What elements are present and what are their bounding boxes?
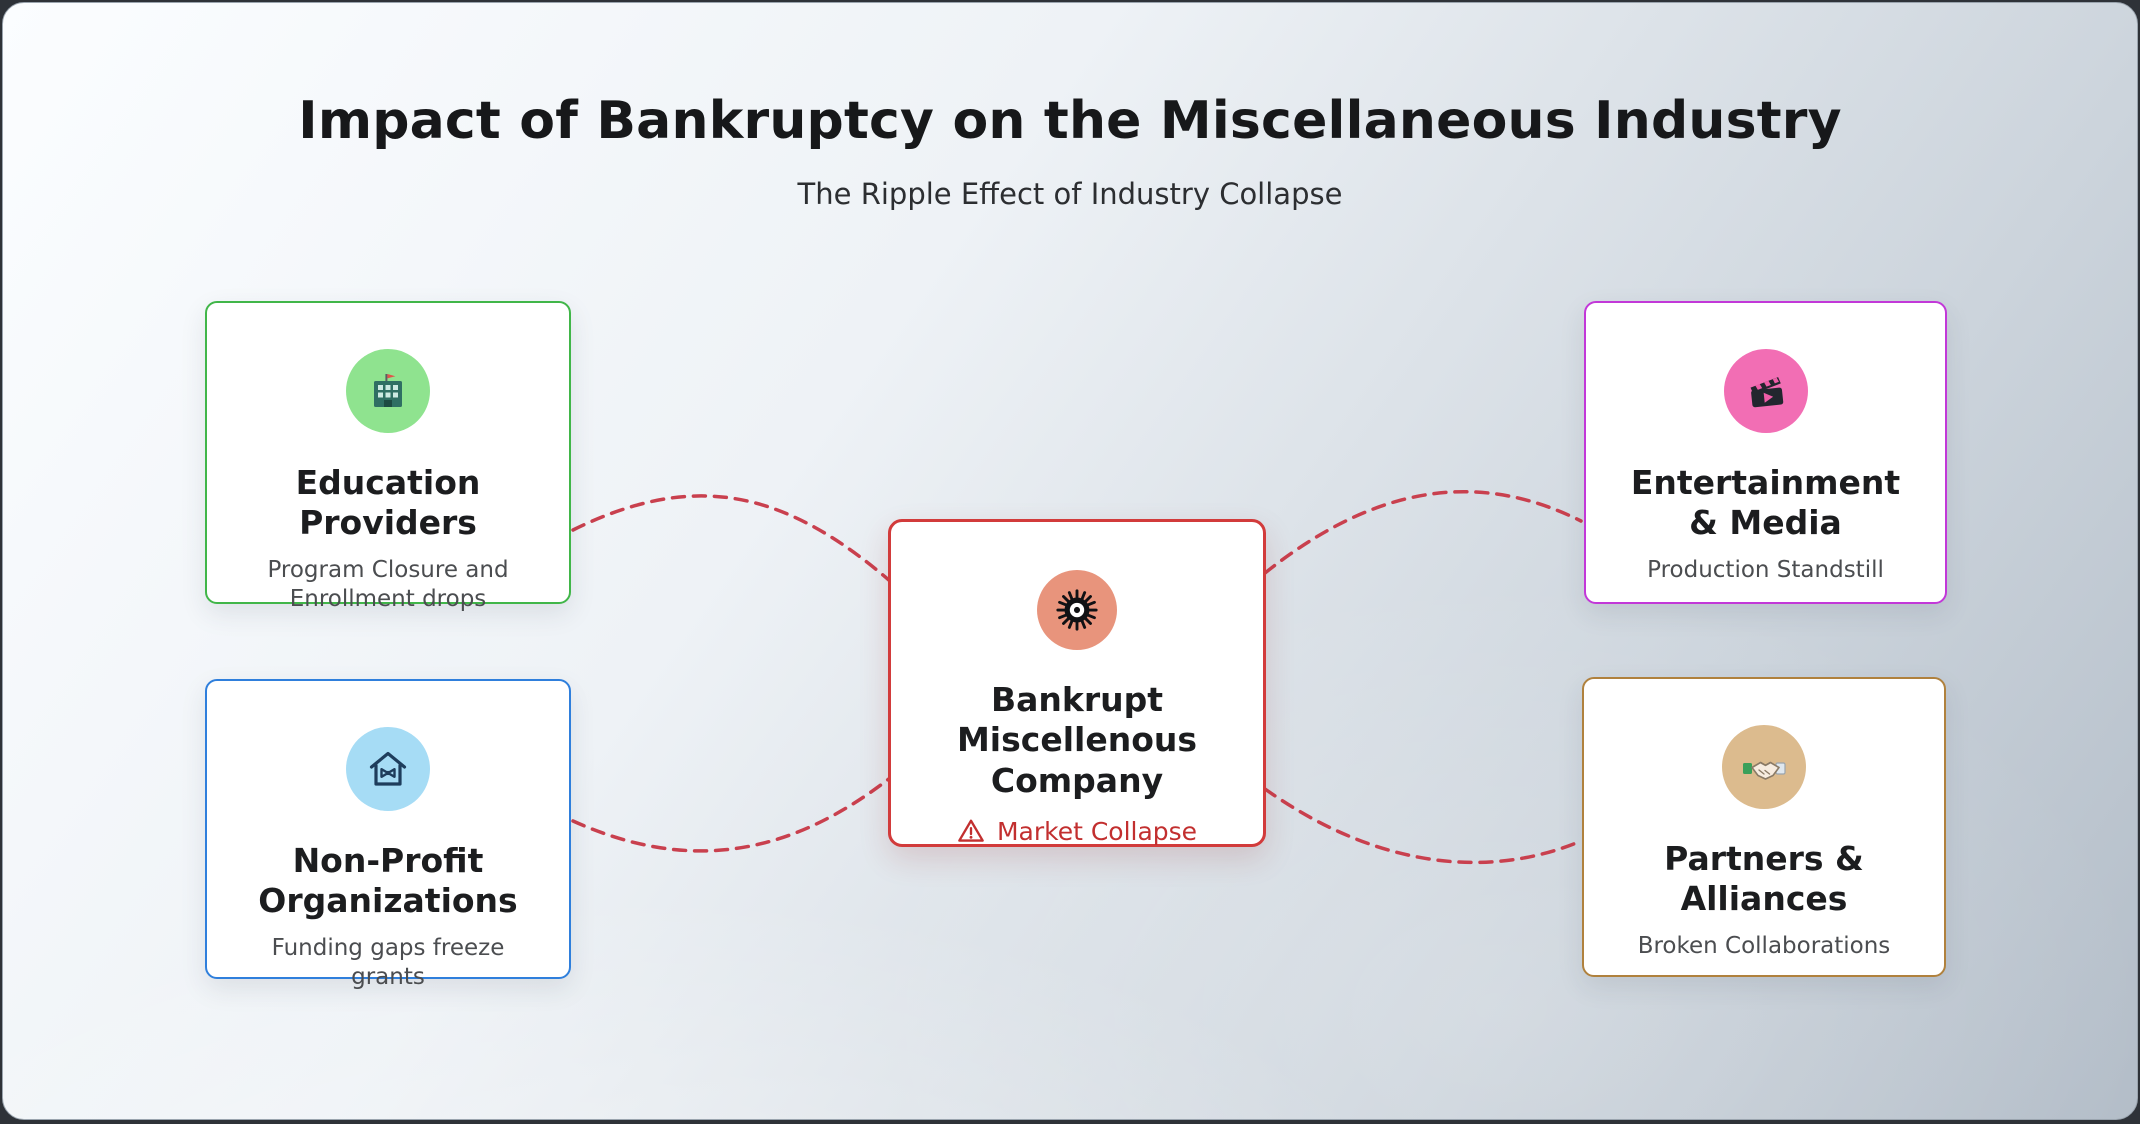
connector-center-to-entertainment	[1263, 490, 1583, 575]
entertainment-icon-circle	[1723, 349, 1808, 433]
charity-house-icon	[369, 751, 407, 786]
node-title: Non-Profit Organizations	[258, 841, 518, 921]
center-title: Bankrupt Miscellenous Company	[956, 680, 1209, 800]
center-icon-circle	[1037, 570, 1117, 650]
connector-education-to-center	[571, 494, 892, 583]
node-card-non-profit-organizations: Non-Profit Organizations Funding gaps fr…	[205, 679, 571, 990]
node-card-partners-alliances: Partners & Alliances Broken Collaboratio…	[1582, 677, 1946, 977]
connector-nonprofit-to-center	[571, 776, 892, 853]
education-icon-circle	[346, 349, 430, 433]
warning-icon	[958, 819, 984, 842]
node-title: Entertainment & Media	[1630, 463, 1924, 543]
status-label: Market Collapse	[996, 816, 1198, 846]
non-profit-icon-circle	[346, 727, 430, 811]
status-row: Market Collapse	[957, 817, 1197, 846]
gear-burst-icon	[1056, 589, 1098, 631]
page-subtitle: The Ripple Effect of Industry Collapse	[797, 177, 1343, 211]
handshake-icon	[1743, 761, 1786, 780]
partners-icon-circle	[1722, 725, 1806, 809]
node-description: Program Closure and Enrollment drops	[267, 556, 509, 613]
node-title: Education Providers	[295, 463, 492, 543]
node-description: Funding gaps freeze grants	[271, 934, 505, 991]
school-building-icon	[374, 374, 402, 407]
node-card-education-providers: Education Providers Program Closure and …	[205, 301, 571, 612]
node-description: Broken Collaborations	[1637, 932, 1891, 959]
page-title: Impact of Bankruptcy on the Miscellaneou…	[298, 91, 1842, 151]
clapperboard-icon	[1750, 377, 1783, 408]
node-title: Partners & Alliances	[1664, 839, 1876, 919]
connector-center-to-partners	[1263, 787, 1583, 865]
connector-lines	[571, 490, 1583, 865]
header: Impact of Bankruptcy on the Miscellaneou…	[3, 91, 2137, 211]
node-description: Production Standstill	[1647, 556, 1884, 583]
center-card-bankrupt-company: Bankrupt Miscellenous Company Market Col…	[888, 519, 1266, 847]
node-card-entertainment-media: Entertainment & Media Production Standst…	[1584, 301, 1947, 604]
